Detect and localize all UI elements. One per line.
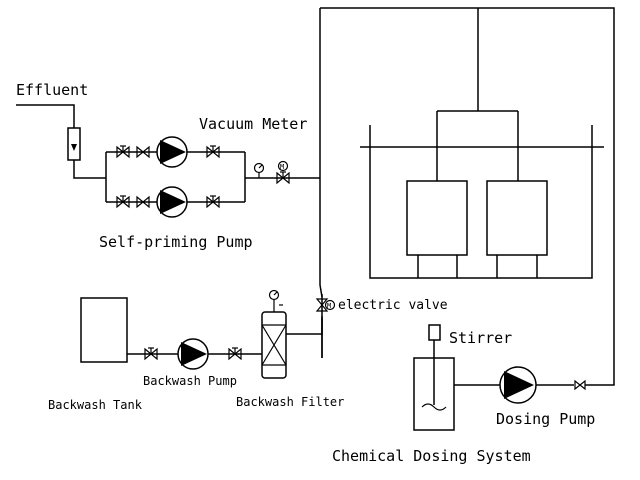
stirrer-blade-icon: [421, 403, 447, 411]
valve-icon[interactable]: [276, 171, 290, 185]
dosing-tank: [413, 357, 455, 431]
membrane-tank: [360, 110, 604, 279]
pump-icon: [504, 371, 534, 399]
vacuum-meter-gauge: M: [253, 160, 289, 178]
backwash-pump-label: Backwash Pump: [143, 374, 237, 388]
svg-text:M: M: [327, 302, 331, 310]
backwash-filter-label: Backwash Filter: [236, 395, 344, 409]
valves: [116, 145, 290, 209]
valve-icon[interactable]: [136, 195, 150, 209]
svg-text:M: M: [280, 163, 284, 171]
dosing-pump[interactable]: [499, 366, 537, 404]
backwash-tank-label: Backwash Tank: [48, 398, 143, 412]
backwash-system: [80, 289, 323, 379]
chemical-dosing-system: [413, 324, 598, 431]
pump-icon: [181, 342, 207, 366]
backwash-pump[interactable]: [177, 338, 209, 370]
electric-valve-label: electric valve: [338, 298, 448, 313]
backwash-filter: [261, 289, 287, 379]
valve-icon[interactable]: [206, 195, 220, 209]
valve-icon[interactable]: [116, 145, 130, 159]
check-valve-icon[interactable]: [574, 379, 586, 391]
self-priming-pump-upper[interactable]: [156, 136, 188, 168]
membrane-module-right: [486, 180, 548, 256]
valve-icon[interactable]: [228, 347, 242, 361]
flow-meter-indicator-icon: [71, 144, 77, 151]
stirrer-motor: [428, 324, 441, 341]
electric-valve[interactable]: M: [315, 298, 336, 312]
valve-icon[interactable]: [136, 145, 150, 159]
valve-icon[interactable]: [206, 145, 220, 159]
pump-icon: [160, 140, 186, 164]
membrane-module-left: [406, 180, 468, 256]
valve-icon[interactable]: [144, 347, 158, 361]
effluent-label: Effluent: [16, 81, 88, 99]
self-priming-pump-label: Self-priming Pump: [99, 233, 253, 251]
vacuum-meter-label: Vacuum Meter: [199, 115, 307, 133]
dosing-pump-label: Dosing Pump: [496, 410, 595, 428]
pump-icon: [160, 190, 186, 214]
self-priming-pump-lower[interactable]: [156, 186, 188, 218]
valve-icon[interactable]: [116, 195, 130, 209]
chemical-dosing-system-label: Chemical Dosing System: [332, 447, 531, 465]
stirrer-label: Stirrer: [449, 329, 512, 347]
backwash-tank: [80, 297, 128, 363]
